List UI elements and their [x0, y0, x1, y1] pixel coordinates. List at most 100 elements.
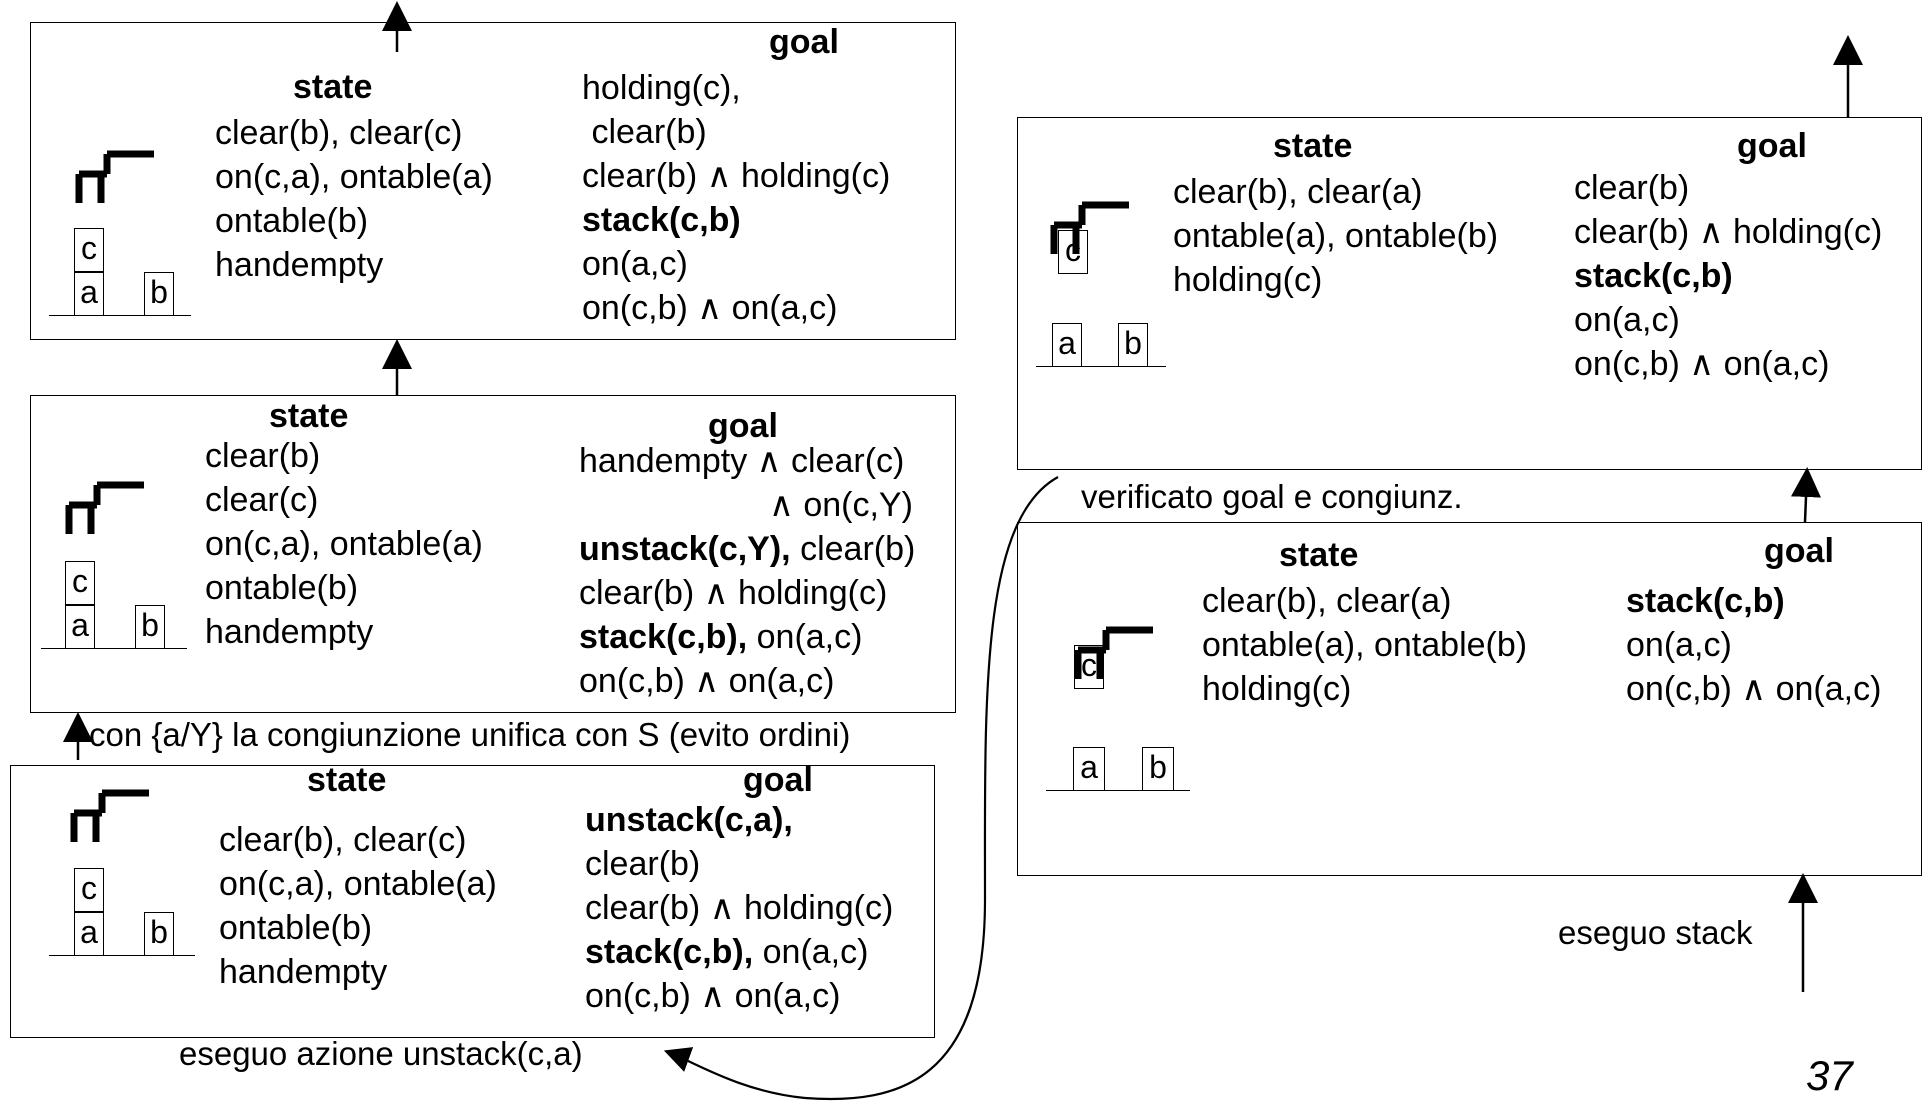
block-a: a	[74, 272, 104, 316]
state-line: ontable(b)	[219, 909, 373, 947]
state-list: clear(b) clear(c) on(c,a), ontable(a) ontab…	[205, 434, 483, 654]
table-line	[1046, 790, 1190, 791]
condition-text: on(a,c)	[747, 618, 863, 656]
block-c: c	[65, 561, 95, 605]
state-line: clear(b), clear(c)	[215, 114, 463, 152]
condition-text: clear(b)	[585, 845, 701, 883]
action-text: stack(c,b),	[585, 933, 754, 971]
condition-text: on(a,c)	[582, 245, 688, 283]
state-line: on(c,a), ontable(a)	[205, 525, 483, 563]
condition-text: on(c,b) ∧ on(a,c)	[585, 977, 841, 1015]
state-line: on(c,a), ontable(a)	[215, 158, 493, 196]
condition-text: on(c,b) ∧ on(a,c)	[579, 662, 835, 700]
goal-line: handempty ∧ clear(c)	[579, 439, 915, 483]
action-text: unstack(c,a),	[585, 801, 793, 839]
action-text: stack(c,b)	[582, 201, 741, 239]
goal-header: goal	[769, 23, 839, 61]
goal-line: ∧ on(c,Y)	[579, 483, 915, 527]
state-list: clear(b), clear(a) ontable(a), ontable(b)…	[1202, 579, 1527, 711]
table-line	[1036, 366, 1166, 367]
condition-text: on(c,b) ∧ on(a,c)	[1626, 670, 1882, 708]
state-line: clear(b), clear(c)	[219, 821, 467, 859]
action-text: stack(c,b)	[1626, 582, 1785, 620]
goal-line: clear(b)	[585, 842, 893, 886]
block-c: c	[74, 228, 104, 272]
state-list: clear(b), clear(a)ontable(a), ontable(b)…	[1173, 170, 1498, 302]
state-line: handempty	[205, 613, 374, 651]
goal-line: stack(c,b), on(a,c)	[579, 615, 915, 659]
state-list: clear(b), clear(c) on(c,a), ontable(a) ont…	[215, 111, 493, 287]
state-header: state	[293, 68, 373, 106]
block-a: a	[74, 912, 104, 956]
condition-text: clear(b) ∧ holding(c)	[579, 574, 888, 612]
condition-text: handempty ∧ clear(c)	[579, 442, 905, 480]
condition-text: clear(b)	[1574, 169, 1690, 207]
condition-text: clear(b) ∧ holding(c)	[582, 157, 891, 195]
state-line: ontable(b)	[215, 202, 369, 240]
table-line	[41, 648, 187, 649]
robot-arm-icon	[64, 786, 154, 851]
verified-caption: verificato goal e congiunz.	[1081, 478, 1463, 515]
panel-1: state goal clear(b), clear(c) on(c,a), on…	[30, 22, 956, 340]
panel-4: state goal clear(b), clear(a)ontable(a),…	[1017, 117, 1922, 470]
goal-header: goal	[708, 407, 778, 445]
robot-arm-icon	[1068, 623, 1158, 688]
goal-line: stack(c,b)	[582, 198, 890, 242]
block-a: a	[1073, 747, 1105, 791]
state-line: ontable(a), ontable(b)	[1202, 626, 1528, 664]
state-line: handempty	[215, 246, 384, 284]
block-b: b	[144, 272, 174, 316]
state-header: state	[307, 761, 387, 799]
state-line: clear(c)	[205, 481, 319, 519]
goal-line: on(c,b) ∧ on(a,c)	[1626, 667, 1881, 711]
block-b: b	[1118, 323, 1148, 367]
goal-header: goal	[1764, 532, 1834, 570]
condition-text: on(a,c)	[753, 933, 869, 971]
goal-line: clear(b) ∧ holding(c)	[585, 886, 893, 930]
condition-text: holding(c),	[582, 69, 741, 107]
stack-caption: eseguo stack	[1558, 914, 1753, 951]
goal-line: on(c,b) ∧ on(a,c)	[579, 659, 915, 703]
goal-list: clear(b)clear(b) ∧ holding(c)stack(c,b)o…	[1574, 166, 1882, 386]
goal-line: stack(c,b), on(a,c)	[585, 930, 893, 974]
state-line: on(c,a), ontable(a)	[219, 865, 497, 903]
goal-list: unstack(c,a), clear(b) clear(b) ∧ holding(…	[585, 798, 893, 1018]
state-header: state	[269, 397, 349, 435]
arrow-up	[1791, 467, 1821, 523]
goal-list: holding(c), clear(b)clear(b) ∧ holding(c…	[582, 66, 890, 330]
goal-line: on(a,c)	[1574, 298, 1882, 342]
goal-line: unstack(c,Y), clear(b)	[579, 527, 915, 571]
state-line: ontable(b)	[205, 569, 359, 607]
block-b: b	[144, 912, 174, 956]
state-line: clear(b), clear(a)	[1202, 582, 1452, 620]
robot-arm-icon	[59, 478, 149, 543]
state-line: ontable(a), ontable(b)	[1173, 217, 1499, 255]
robot-arm-icon	[69, 147, 159, 212]
condition-text: clear(b)	[790, 530, 916, 568]
state-line: clear(b)	[205, 437, 321, 475]
state-line: holding(c)	[1202, 670, 1352, 708]
condition-text: on(c,b) ∧ on(a,c)	[582, 289, 838, 327]
block-c-held: c	[1074, 645, 1104, 689]
table-line	[49, 955, 195, 956]
goal-list: handempty ∧ clear(c)∧ on(c,Y)unstack(c,Y…	[579, 439, 915, 703]
state-header: state	[1273, 127, 1353, 165]
unstack-caption: eseguo azione unstack(c,a)	[179, 1035, 583, 1072]
state-line: holding(c)	[1173, 261, 1323, 299]
unify-caption: con {a/Y} la congiunzione unifica con S …	[89, 716, 851, 753]
page-number: 37	[1806, 1052, 1853, 1099]
condition-text: on(a,c)	[1626, 626, 1732, 664]
goal-line: on(c,b) ∧ on(a,c)	[1574, 342, 1882, 386]
condition-text: on(c,b) ∧ on(a,c)	[1574, 345, 1830, 383]
block-c-held: c	[1058, 230, 1088, 274]
goal-line: on(c,b) ∧ on(a,c)	[582, 286, 890, 330]
condition-text: clear(b) ∧ holding(c)	[585, 889, 894, 927]
table-line	[49, 315, 191, 316]
block-b: b	[135, 605, 165, 649]
action-text: stack(c,b),	[579, 618, 748, 656]
goal-header: goal	[1737, 127, 1807, 165]
goal-line: clear(b) ∧ holding(c)	[579, 571, 915, 615]
goal-line: clear(b) ∧ holding(c)	[1574, 210, 1882, 254]
goal-line: clear(b) ∧ holding(c)	[582, 154, 890, 198]
